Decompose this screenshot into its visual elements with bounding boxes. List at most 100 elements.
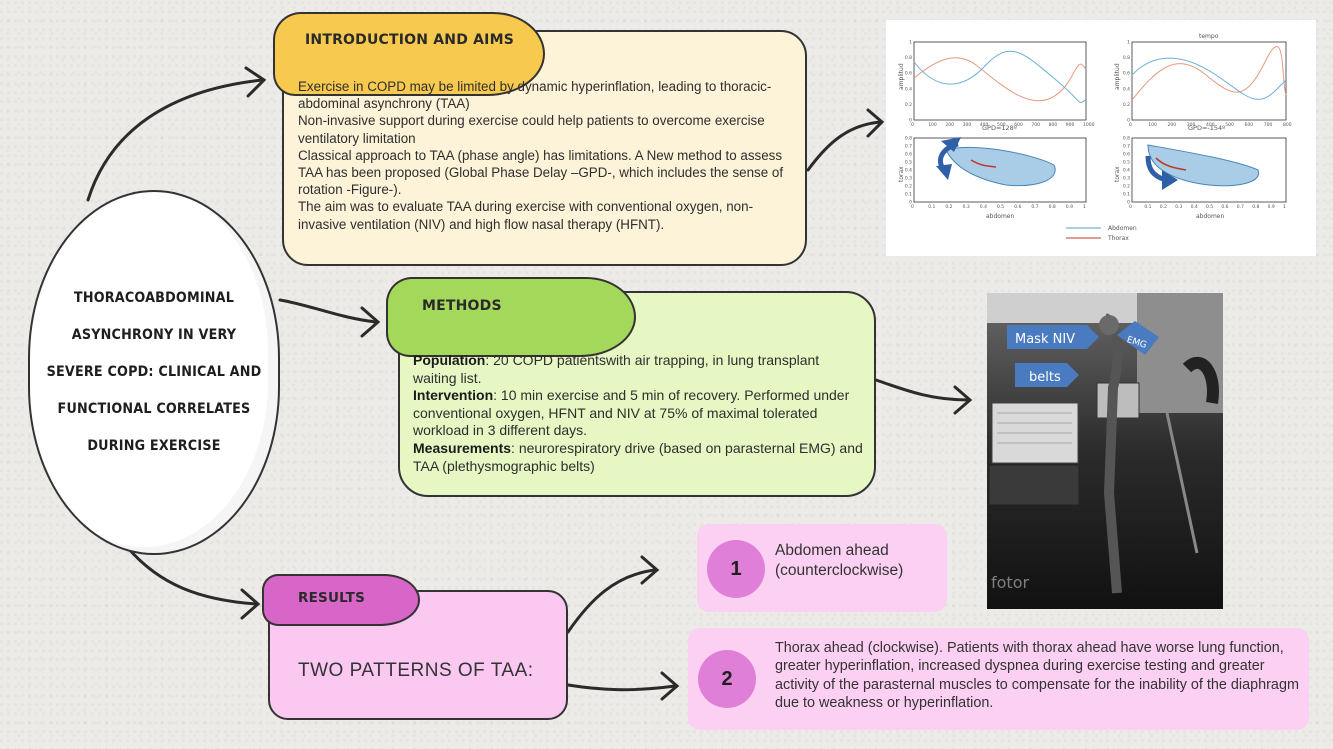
y-tick-label: 0.6: [905, 71, 912, 77]
x-tick-label: 0.5: [997, 204, 1004, 210]
label-mask-niv: Mask NIV: [1015, 332, 1075, 347]
y-tick-label: 1: [909, 40, 912, 46]
xlabel-bottom-left: abdomen: [986, 213, 1015, 220]
y-tick-label: 0.7: [905, 144, 912, 150]
arrow-to-intro: [86, 78, 264, 202]
result-number-1: 1: [707, 540, 765, 598]
x-tick-label: 900: [1066, 122, 1075, 128]
gpd-left: GPD=128º: [982, 124, 1017, 132]
y-tick-label: 0.6: [905, 152, 912, 158]
intro-paragraph: Exercise in COPD may be limited by dynam…: [298, 79, 772, 112]
result-text-2: Thorax ahead (clockwise). Patients with …: [775, 640, 1299, 712]
x-tick-label: 1: [1083, 204, 1086, 210]
methods-measurements: Measurements: neurorespiratory drive (ba…: [413, 439, 863, 474]
y-tick-label: 0.4: [1123, 86, 1130, 92]
y-tick-label: 0.2: [1123, 184, 1130, 190]
x-tick-label: 400: [980, 122, 989, 128]
x-tick-label: 0: [911, 122, 914, 128]
x-tick-label: 0.2: [1160, 204, 1167, 210]
photo-watermark: fotor: [991, 573, 1029, 592]
x-tick-label: 0.9: [1066, 204, 1073, 210]
x-tick-label: 0.8: [1049, 204, 1056, 210]
y-tick-label: 0: [1127, 200, 1130, 206]
arrow-to-figure: [806, 120, 882, 172]
x-tick-label: 700: [1031, 122, 1040, 128]
ylabel-bottom-left: torax: [898, 166, 905, 182]
legend-thorax: Thorax: [1107, 235, 1129, 242]
x-tick-label: 0.3: [1175, 204, 1182, 210]
y-tick-label: 0.8: [1123, 136, 1130, 142]
y-tick-label: 0.1: [905, 192, 912, 198]
x-tick-label: 0: [911, 204, 914, 210]
y-tick-label: 0.8: [1123, 55, 1130, 61]
x-tick-label: 0.4: [980, 204, 987, 210]
y-tick-label: 0.3: [1123, 176, 1130, 182]
ylabel-bottom-right: torax: [1114, 166, 1121, 182]
ylabel-top-left: amplitud: [898, 63, 905, 90]
methods-population: Population: 20 COPD patientswith air tra…: [413, 352, 820, 386]
y-tick-label: 0.4: [905, 168, 912, 174]
results-tab: RESULTS: [262, 574, 420, 626]
y-tick-label: 0.7: [1123, 144, 1130, 150]
emg-arrow-shape: [1117, 321, 1159, 355]
intro-paragraph: Classical approach to TAA (phase angle) …: [298, 147, 784, 198]
y-tick-label: 0.5: [1123, 160, 1130, 166]
intro-paragraph: The aim was to evaluate TAA during exerc…: [298, 199, 754, 232]
x-tick-label: 0.5: [1206, 204, 1213, 210]
result-number-2: 2: [698, 650, 756, 708]
y-tick-label: 0.8: [905, 136, 912, 142]
intro-heading: INTRODUCTION AND AIMS: [305, 32, 514, 48]
y-tick-label: 0.5: [905, 160, 912, 166]
y-tick-label: 0.6: [1123, 71, 1130, 77]
result-item-1: 1: [697, 524, 947, 612]
x-tick-label: 0: [1129, 204, 1132, 210]
x-tick-label: 500: [997, 122, 1006, 128]
y-tick-label: 0.4: [1123, 168, 1130, 174]
x-tick-label: 300: [963, 122, 972, 128]
exercise-photo-svg: Mask NIV EMG belts fotor: [987, 293, 1223, 609]
y-tick-label: 0.2: [905, 102, 912, 108]
intro-text: Exercise in COPD may be limited by dynam…: [298, 78, 796, 233]
y-tick-label: 0.8: [905, 55, 912, 61]
x-tick-label: 100: [928, 122, 937, 128]
x-tick-label: 0.9: [1268, 204, 1275, 210]
arrow-to-methods: [278, 298, 378, 324]
results-heading: RESULTS: [298, 590, 366, 606]
x-tick-label: 1: [1283, 204, 1286, 210]
y-tick-label: 0.2: [1123, 102, 1130, 108]
y-tick-label: 0.6: [1123, 152, 1130, 158]
x-tick-label: 0.4: [1191, 204, 1198, 210]
ylabel-top-right: amplitud: [1114, 63, 1121, 90]
result-text-1: Abdomen ahead (counterclockwise): [775, 542, 904, 579]
x-tick-label: 400: [1206, 122, 1215, 128]
x-tick-label: 700: [1264, 122, 1273, 128]
y-tick-label: 0.1: [1123, 192, 1130, 198]
gpd-right: GPD=-154º: [1188, 124, 1225, 132]
methods-heading: METHODS: [422, 298, 502, 314]
xlabel-top-right: tempo: [1199, 33, 1219, 40]
arrow-to-photo: [874, 378, 970, 402]
y-tick-label: 0: [909, 200, 912, 206]
x-tick-label: 0.8: [1252, 204, 1259, 210]
methods-intervention: Intervention: 10 min exercise and 5 min …: [413, 387, 850, 439]
x-tick-label: 0.7: [1237, 204, 1244, 210]
x-tick-label: 600: [1014, 122, 1023, 128]
y-tick-label: 0.4: [905, 86, 912, 92]
exercise-photo: Mask NIV EMG belts fotor: [987, 293, 1223, 609]
x-tick-label: 0.3: [963, 204, 970, 210]
x-tick-label: 1000: [1083, 122, 1095, 128]
x-tick-label: 100: [1148, 122, 1157, 128]
intro-box: [282, 30, 807, 266]
x-tick-label: 0.6: [1221, 204, 1228, 210]
x-tick-label: 200: [1168, 122, 1177, 128]
arrow-to-result-2: [566, 683, 677, 692]
methods-text: Population: 20 COPD patientswith air tra…: [413, 352, 863, 475]
arrow-to-result-1: [566, 568, 657, 634]
legend-abdomen: Abdomen: [1108, 225, 1137, 232]
